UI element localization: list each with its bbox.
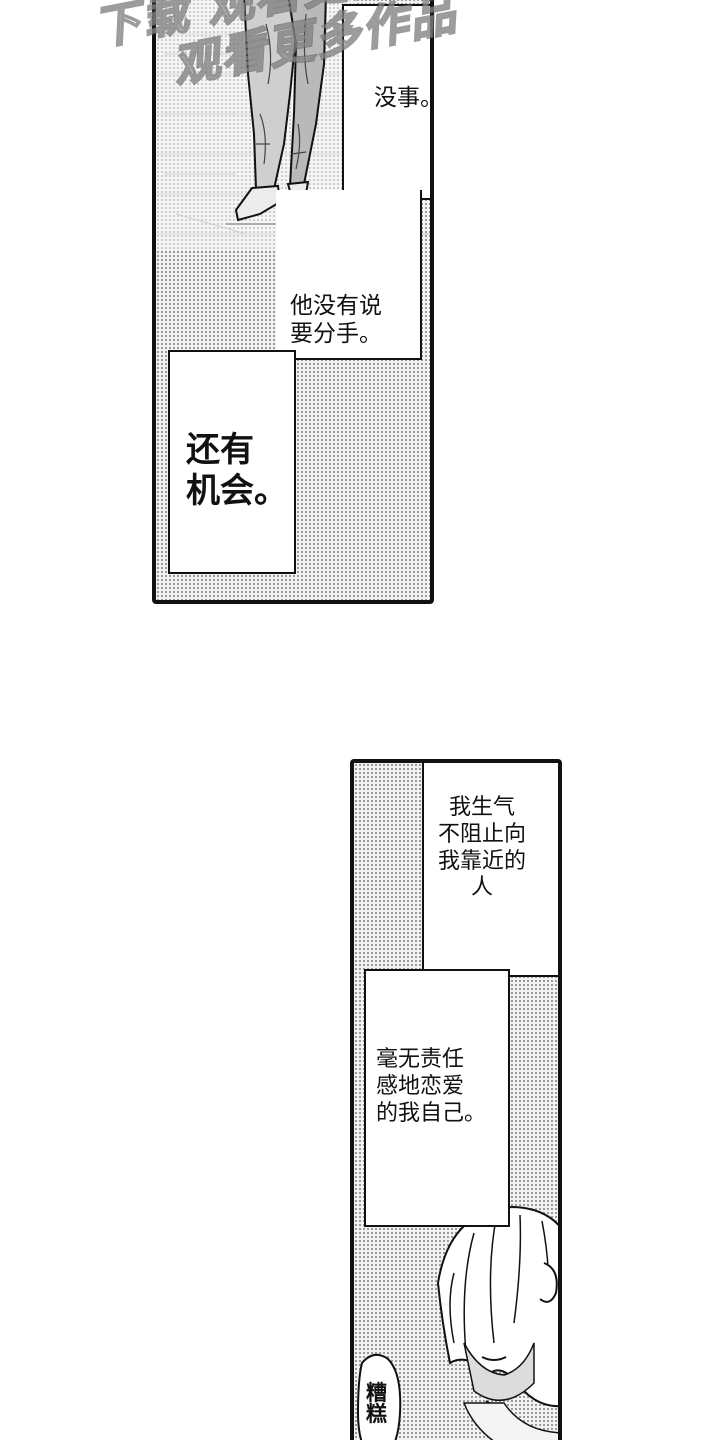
caption-box: 他没有说 要分手。 — [276, 190, 422, 360]
character-face-illustration — [356, 1205, 558, 1440]
caption-text: 没事。 — [374, 85, 430, 111]
manga-panel-top: 没事。 他没有说 要分手。 还有 机会。 — [152, 0, 434, 604]
caption-text: 我生气 不阻止向 我靠近的 人 — [438, 795, 527, 901]
caption-box: 我生气 不阻止向 我靠近的 人 — [422, 763, 558, 977]
caption-text: 毫无责任 感地恋爱 的我自己。 — [376, 1047, 487, 1126]
caption-text: 还有 机会。 — [186, 430, 288, 512]
caption-text: 他没有说 要分手。 — [290, 293, 382, 348]
manga-panel-bottom: 我生气 不阻止向 我靠近的 人 毫无责任 感地恋爱 的我自己。 糟 糕 — [350, 759, 562, 1440]
caption-box: 没事。 — [342, 4, 430, 200]
sound-effect-text: 糟 糕 — [366, 1381, 387, 1426]
caption-box: 还有 机会。 — [168, 350, 296, 574]
caption-box: 毫无责任 感地恋爱 的我自己。 — [364, 969, 510, 1227]
